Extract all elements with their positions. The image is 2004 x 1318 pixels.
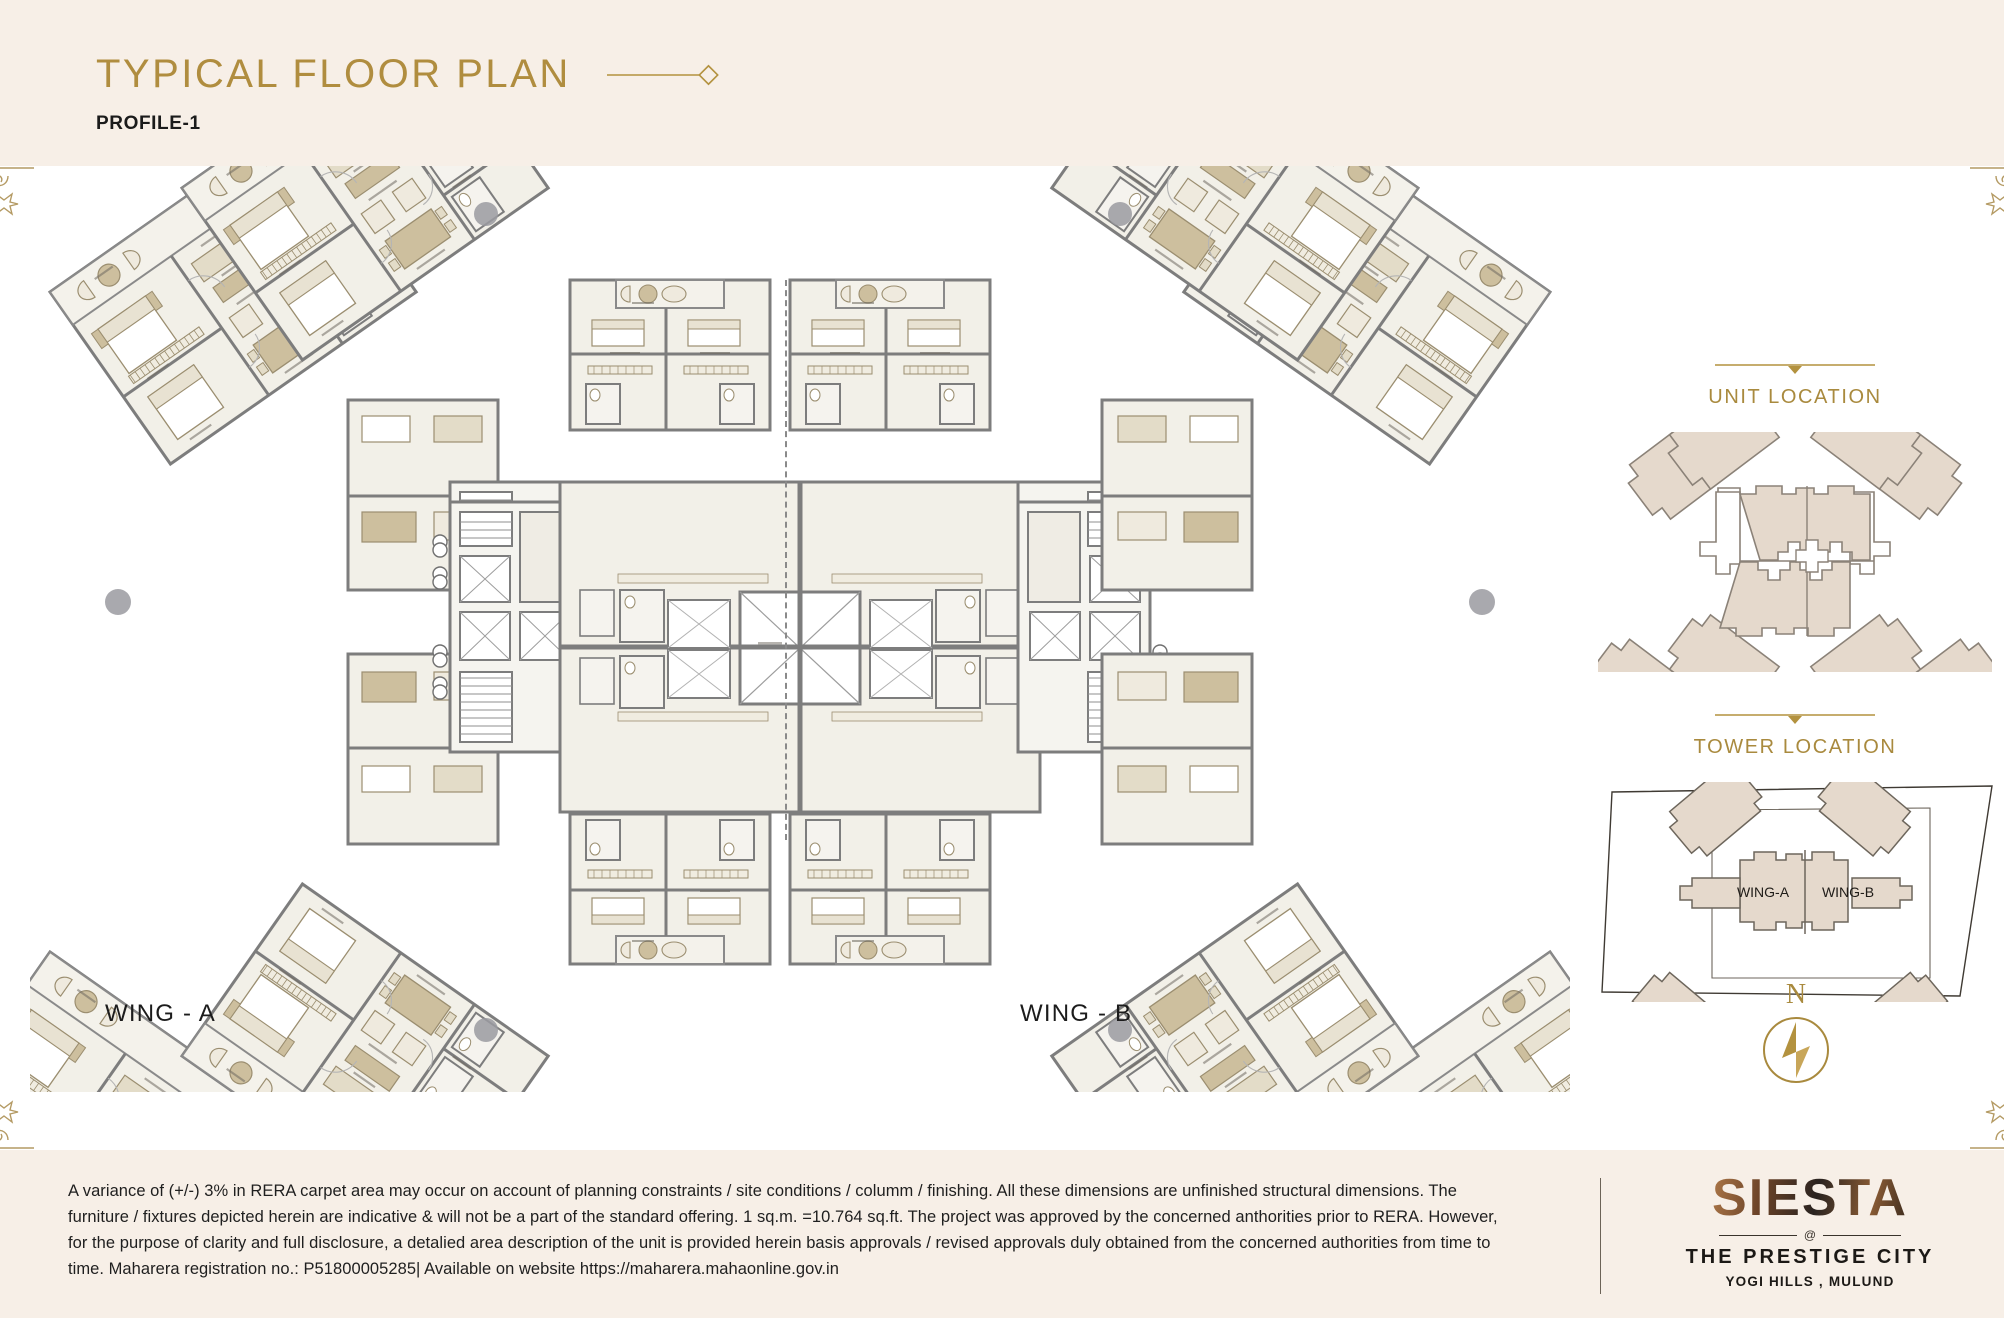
page-title: TYPICAL FLOOR PLAN bbox=[96, 52, 571, 96]
tower-location-heading: TOWER LOCATION bbox=[1586, 712, 2004, 759]
page-subtitle: PROFILE-1 bbox=[96, 113, 201, 134]
brand-name: SIESTA bbox=[1660, 1170, 1960, 1226]
heading-divider-icon bbox=[1715, 714, 1875, 724]
floor-plan-canvas: WING - A WING - B UNIT LOCATION bbox=[0, 166, 2004, 1150]
wing-a-label: WING - A bbox=[105, 1000, 216, 1027]
wing-b-label: WING - B bbox=[1020, 1000, 1133, 1027]
compass-north-label: N bbox=[1785, 979, 1807, 1010]
brand-at-symbol: @ bbox=[1803, 1228, 1817, 1242]
page-header: TYPICAL FLOOR PLAN PROFILE-1 bbox=[0, 0, 2004, 166]
tower-wing-a-label: WING-A bbox=[1737, 884, 1790, 900]
title-rule-ornament bbox=[606, 62, 727, 88]
page-footer: A variance of (+/-) 3% in RERA carpet ar… bbox=[0, 1150, 2004, 1318]
brand-at-row: @ bbox=[1660, 1228, 1960, 1242]
corner-flourish-icon bbox=[1956, 166, 2004, 240]
north-compass: N bbox=[1741, 979, 1851, 1102]
brand-rule-left bbox=[1718, 1234, 1797, 1236]
disclaimer-text: A variance of (+/-) 3% in RERA carpet ar… bbox=[68, 1182, 1498, 1278]
tower-wing-b-label: WING-B bbox=[1822, 884, 1874, 900]
title-row: TYPICAL FLOOR PLAN bbox=[96, 52, 727, 97]
heading-divider-icon bbox=[1715, 364, 1875, 374]
tower-location-diagram: WING-A WING-B bbox=[1600, 765, 2000, 1063]
brand-subtitle: THE PRESTIGE CITY bbox=[1685, 1246, 1935, 1268]
unit-location-title: UNIT LOCATION bbox=[1708, 386, 1882, 408]
typical-floor-plan-drawing: WING - A WING - B bbox=[0, 166, 1672, 1150]
brand-location: YOGI HILLS , MULUND bbox=[1725, 1274, 1895, 1289]
tower-location-title: TOWER LOCATION bbox=[1693, 736, 1897, 758]
compass-icon bbox=[1763, 1017, 1829, 1083]
unit-location-heading: UNIT LOCATION bbox=[1586, 362, 2004, 409]
right-info-panel: UNIT LOCATION bbox=[1586, 332, 2004, 1150]
plan-centerline bbox=[785, 280, 787, 840]
brand-rule-right bbox=[1823, 1234, 1902, 1236]
footer-divider bbox=[1600, 1178, 1601, 1294]
unit-location-diagram bbox=[1586, 381, 2004, 747]
brand-logo: SIESTA @ THE PRESTIGE CITY YOGI HILLS , … bbox=[1660, 1170, 1960, 1289]
